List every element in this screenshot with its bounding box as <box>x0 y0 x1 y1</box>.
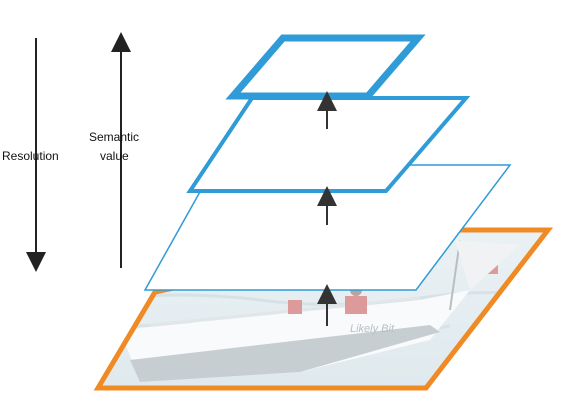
semantic-label-line1: Semantic <box>89 130 139 144</box>
feature-level-1 <box>143 164 512 291</box>
resolution-label: Resolution <box>2 149 59 163</box>
semantic-label-line2: value <box>100 149 129 163</box>
svg-text:Likely Bit: Likely Bit <box>350 323 395 335</box>
semantic-value-axis: Semantic value <box>89 32 139 268</box>
resolution-axis: Resolution <box>2 38 59 272</box>
feature-level-2 <box>186 96 471 193</box>
feature-level-3 <box>225 34 426 100</box>
